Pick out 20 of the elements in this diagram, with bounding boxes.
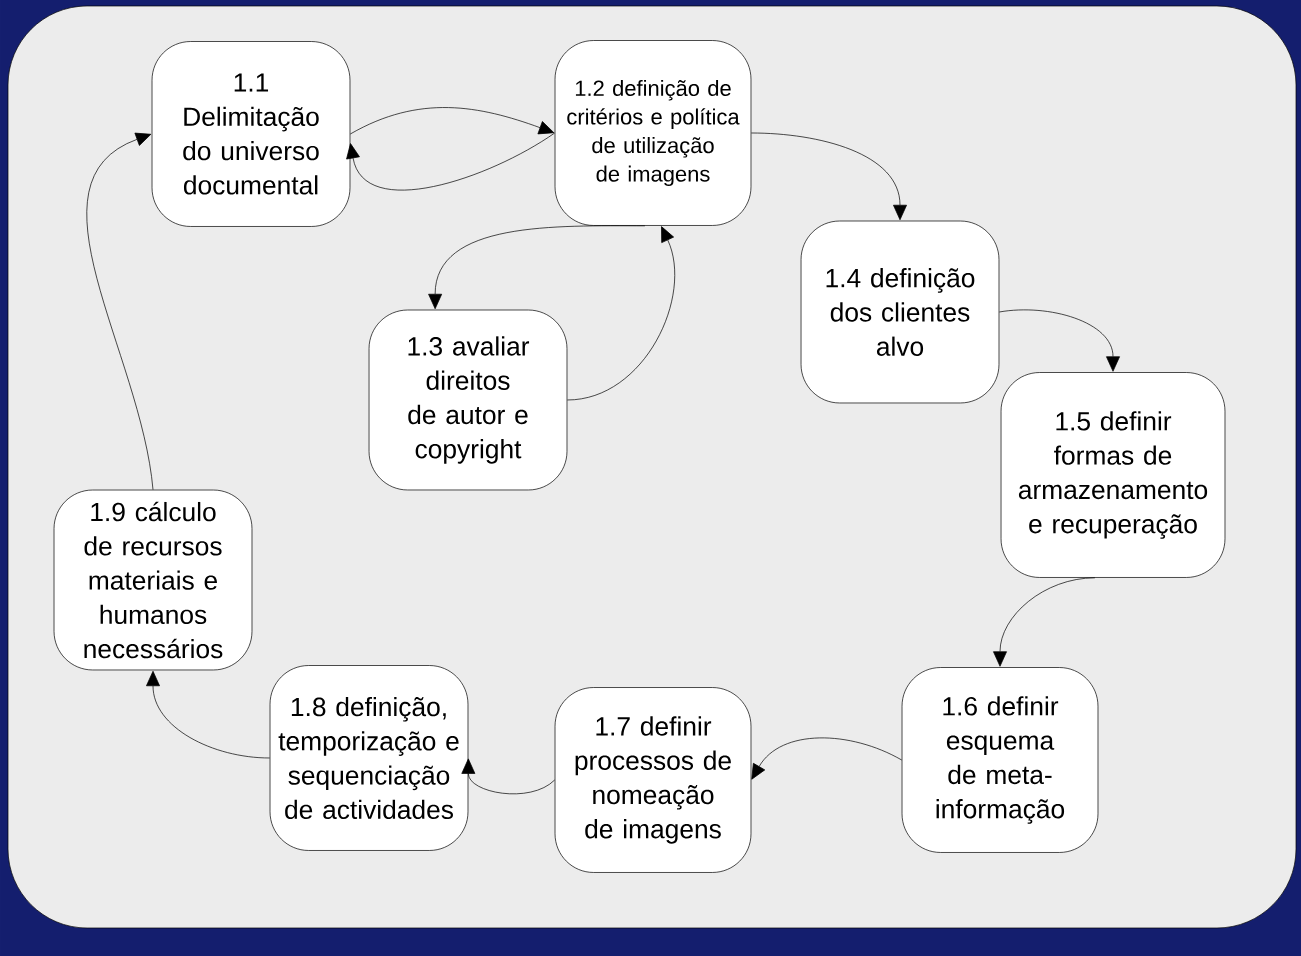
arrow: [461, 758, 556, 795]
arrow: [428, 225, 646, 310]
process-box: 1.3 avaliar direitos de autor e copyright: [368, 309, 568, 491]
arrow: [350, 107, 555, 135]
process-box: 1.4 definição dos clientes alvo: [800, 220, 1000, 404]
process-box: 1.8 definição, temporização e sequenciação de actividades: [269, 665, 469, 851]
arrow: [751, 737, 903, 780]
arrow: [346, 132, 556, 191]
arrow: [86, 132, 154, 490]
arrow: [993, 577, 1096, 667]
arrow: [146, 670, 271, 759]
process-box: 1.2 definição de critérios e política de utilização de imagens: [554, 40, 752, 226]
process-box: 1.5 definir formas de armazenamento e recuperação: [1000, 372, 1226, 578]
process-box: 1.7 definir processos de nomeação de imagens: [554, 687, 752, 873]
process-box: 1.1 Delimitação do universo documental: [151, 41, 351, 227]
arrow: [567, 226, 676, 401]
process-box: 1.9 cálculo de recursos materiais e humanos necessários: [53, 489, 253, 671]
arrow: [751, 132, 907, 221]
process-box: 1.6 definir esquema de meta-informação: [901, 667, 1099, 853]
arrow: [999, 309, 1120, 372]
